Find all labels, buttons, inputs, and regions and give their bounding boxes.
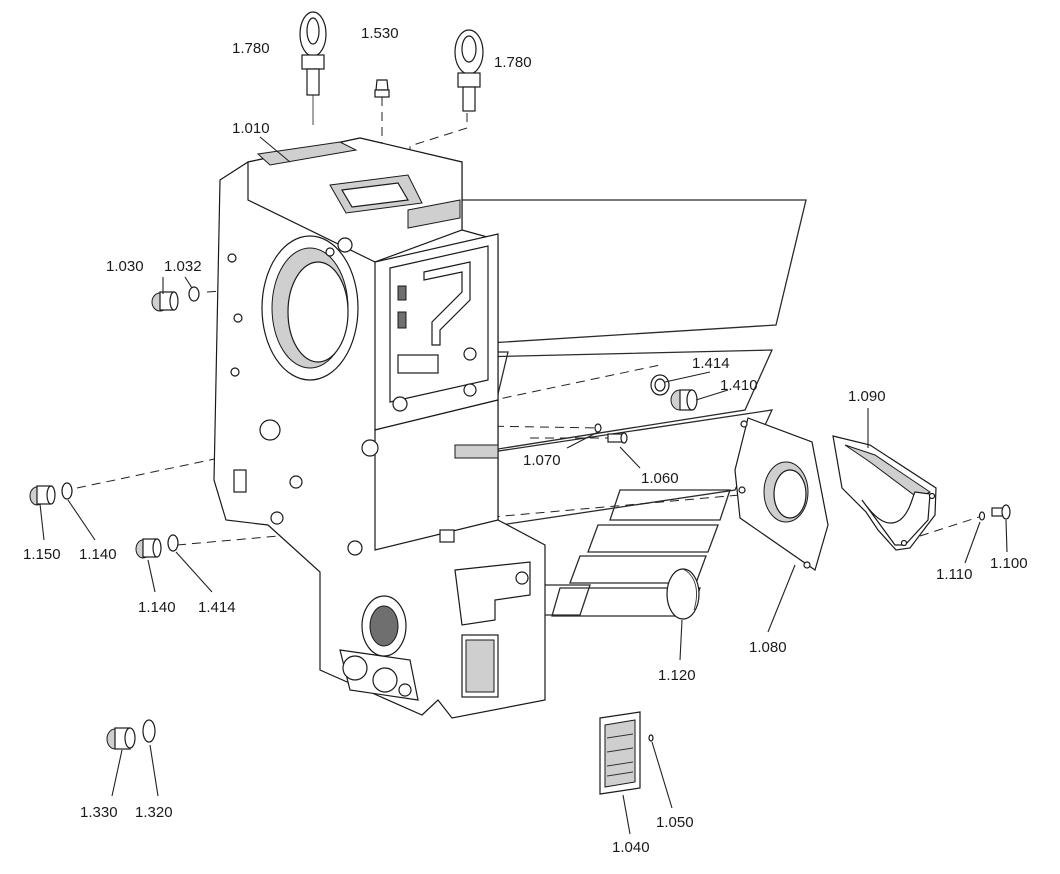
label-1414-right: 1.414 <box>692 355 730 372</box>
main-housing <box>213 137 546 719</box>
plug-1330 <box>106 719 156 750</box>
plug-1140 <box>135 534 179 559</box>
callout-labels: 1.780 1.530 1.780 1.010 1.030 1.032 1.41… <box>23 25 1028 856</box>
nameplate-1040 <box>599 711 641 795</box>
screw-1060 <box>607 432 628 444</box>
screw-1070 <box>594 423 602 433</box>
label-1780-left: 1.780 <box>232 40 270 57</box>
plug-1030 <box>151 286 200 312</box>
bolt-1100 <box>991 504 1011 520</box>
label-1320: 1.320 <box>135 804 173 821</box>
seal-ring-1414 <box>650 374 670 396</box>
label-1140-lower: 1.140 <box>138 599 176 616</box>
label-1040: 1.040 <box>612 839 650 856</box>
label-1414-left: 1.414 <box>198 599 236 616</box>
cover-plate-1080 <box>734 417 829 571</box>
label-1032: 1.032 <box>164 258 202 275</box>
label-1100: 1.100 <box>990 555 1028 572</box>
label-1150: 1.150 <box>23 546 61 563</box>
leader-lines <box>39 136 1008 835</box>
plug-1410 <box>670 389 698 411</box>
label-1070: 1.070 <box>523 452 561 469</box>
rivet-1050 <box>648 734 654 742</box>
label-1140-upper: 1.140 <box>79 546 117 563</box>
breather-valve <box>374 79 390 98</box>
cap-1120 <box>666 568 700 620</box>
label-1010: 1.010 <box>232 120 270 137</box>
label-1530: 1.530 <box>361 25 399 42</box>
label-1080: 1.080 <box>749 639 787 656</box>
label-1030: 1.030 <box>106 258 144 275</box>
eye-bolt-right <box>454 29 484 112</box>
label-1090: 1.090 <box>848 388 886 405</box>
label-1330: 1.330 <box>80 804 118 821</box>
plug-1150 <box>29 482 73 506</box>
label-1110: 1.110 <box>936 566 972 583</box>
label-1060: 1.060 <box>641 470 679 487</box>
label-1120: 1.120 <box>658 667 696 684</box>
label-1780-right: 1.780 <box>494 54 532 71</box>
label-1050: 1.050 <box>656 814 694 831</box>
eye-bolt-left <box>299 11 327 125</box>
washer-1110 <box>978 511 986 521</box>
shield-1090 <box>832 435 937 551</box>
label-1410: 1.410 <box>720 377 758 394</box>
